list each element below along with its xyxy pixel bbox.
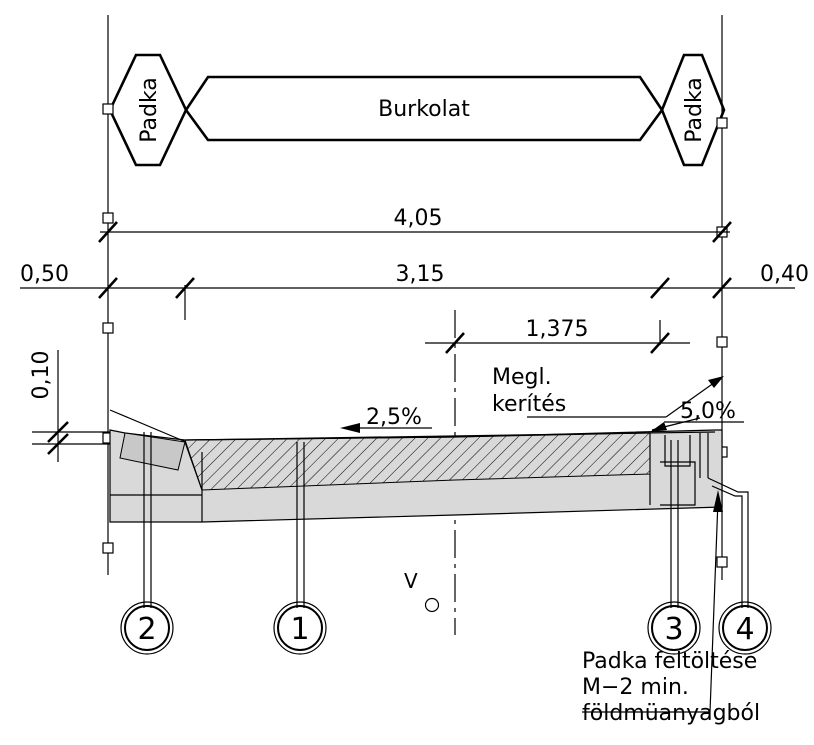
fence-label-line2: kerítés [492,392,566,417]
reference-square [102,212,114,224]
callout-leader-3 [670,440,679,608]
dimension-tick [650,332,670,354]
callout-bubble-2: 2 [120,601,174,655]
callout-number: 1 [290,612,309,647]
callout-number: 2 [137,612,156,647]
callout-bubble-1: 1 [273,601,327,655]
dimension-tick [98,277,118,299]
dimension-right-shoulder-label: 0,40 [760,262,809,287]
note-leader-arrow [713,490,723,512]
dimension-tick [712,221,732,243]
callout-bubble-3: 3 [647,601,701,655]
callout-bubble-4: 4 [718,601,772,655]
dimension-tick [98,221,118,243]
fence-leader-arrow-line [665,379,719,418]
slope-right-label: 5,0% [680,399,736,424]
shoulder-right-label: Padka [682,77,707,143]
reference-square [102,542,114,554]
dimension-tick [47,433,69,455]
dimension-left-shoulder-label: 0,50 [20,262,69,287]
callout-number: 4 [735,612,754,647]
dimension-layer-height-label: 0,10 [29,351,54,400]
reference-square [716,556,728,568]
fence-arrow [708,376,724,388]
reference-square [102,103,114,115]
axis-mark-circle [424,597,440,613]
dimension-tick [175,277,195,299]
pavement-surface [185,431,716,441]
dimension-tick [712,277,732,299]
section-subdivision [184,441,203,491]
note-line1: Padka feltöltése [582,649,757,674]
dimension-pavement-label: 3,15 [396,262,445,287]
reference-square [102,322,114,334]
dimension-total-label: 4,05 [394,206,443,231]
fence-post [699,433,709,478]
dimension-tick [47,421,69,443]
reference-square [716,336,728,348]
shoulder-left-label: Padka [137,77,162,143]
callout-leader-4 [707,477,749,608]
note-line2: M−2 min. [582,675,689,700]
shoulder-right-hexagon [660,53,726,167]
fence-label-line1: Megl. [492,365,552,390]
dimension-tick [650,277,670,299]
pavement-label: Burkolat [378,97,470,122]
dimension-tick [445,332,465,354]
callout-number: 3 [664,612,683,647]
note-leader-line [709,499,719,713]
callout-leader-1 [296,442,305,608]
dimension-half-label: 1,375 [526,317,589,342]
slope-left-label: 2,5% [366,405,422,430]
callout-leader-2 [143,432,152,608]
axis-mark-label: V [404,569,418,593]
slope-right-arrow [650,422,667,432]
slope-left-arrow [340,423,360,433]
reference-square [716,117,728,129]
left-shoulder-block [119,432,186,471]
left-shoulder-surface [109,409,187,443]
note-line3: földmüanyagból [582,701,760,726]
